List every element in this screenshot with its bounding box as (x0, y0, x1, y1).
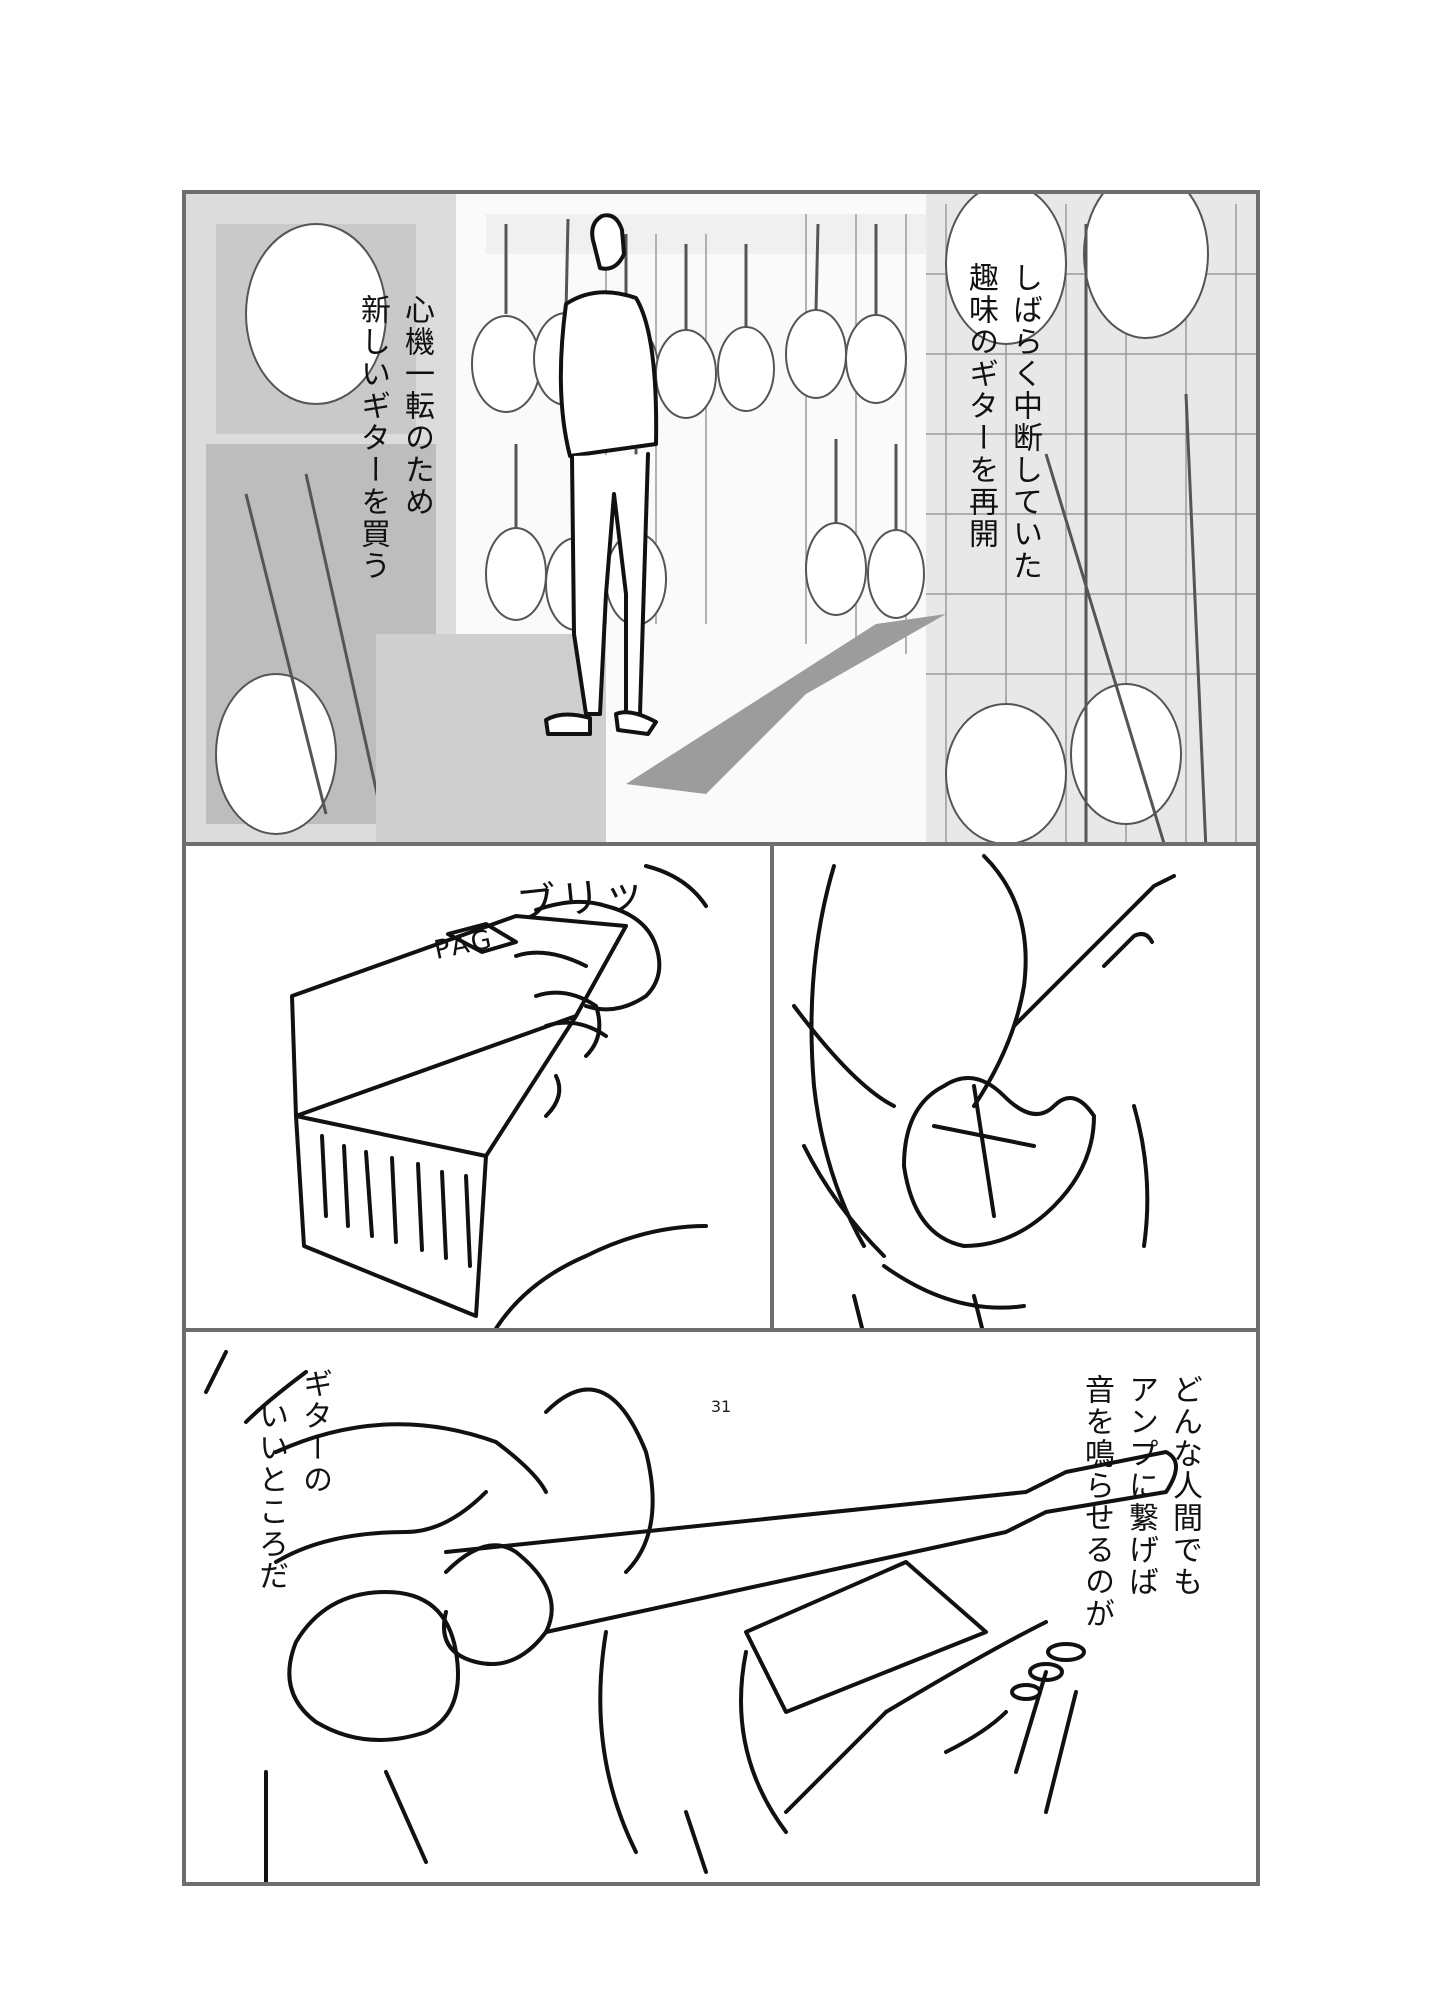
caption-any-person: どんな人間でも アンプに繋げば 音を鳴らせるのが (1074, 1374, 1206, 1630)
caption-resume-hobby: しばらく中断していた 趣味のギターを再開 (958, 262, 1046, 582)
caption-line: 心機一転のため (399, 294, 434, 518)
caption-line: 新しいギターを買う (355, 294, 390, 582)
amp-switch-illustration (290, 864, 708, 1328)
guitar-held-illustration (792, 854, 1176, 1328)
panel-playing-guitar: ギターの いいところだ どんな人間でも アンプに繋げば 音を鳴らせるのが (182, 1328, 1260, 1886)
panel-guitar-held (770, 842, 1260, 1332)
caption-line: ギターの (297, 1368, 332, 1496)
caption-line: 音を鳴らせるのが (1079, 1374, 1114, 1630)
caption-guitar-good-point: ギターの いいところだ (248, 1368, 336, 1592)
panel-guitar-shop: 心機一転のため 新しいギターを買う しばらく中断していた 趣味のギターを再開 (182, 190, 1260, 846)
guitar-shop-illustration (186, 194, 1256, 842)
playing-guitar-illustration (204, 1350, 1178, 1882)
caption-line: どんな人間でも (1167, 1374, 1202, 1598)
caption-line: アンプに繋げば (1123, 1374, 1158, 1598)
caption-new-guitar: 心機一転のため 新しいギターを買う (350, 294, 438, 582)
page-number: 31 (710, 1397, 732, 1416)
caption-line: 趣味のギターを再開 (963, 262, 998, 550)
caption-line: いいところだ (253, 1400, 288, 1592)
panel-amp-switch: ブリッ PAG (182, 842, 774, 1332)
caption-line: しばらく中断していた (1007, 262, 1042, 582)
